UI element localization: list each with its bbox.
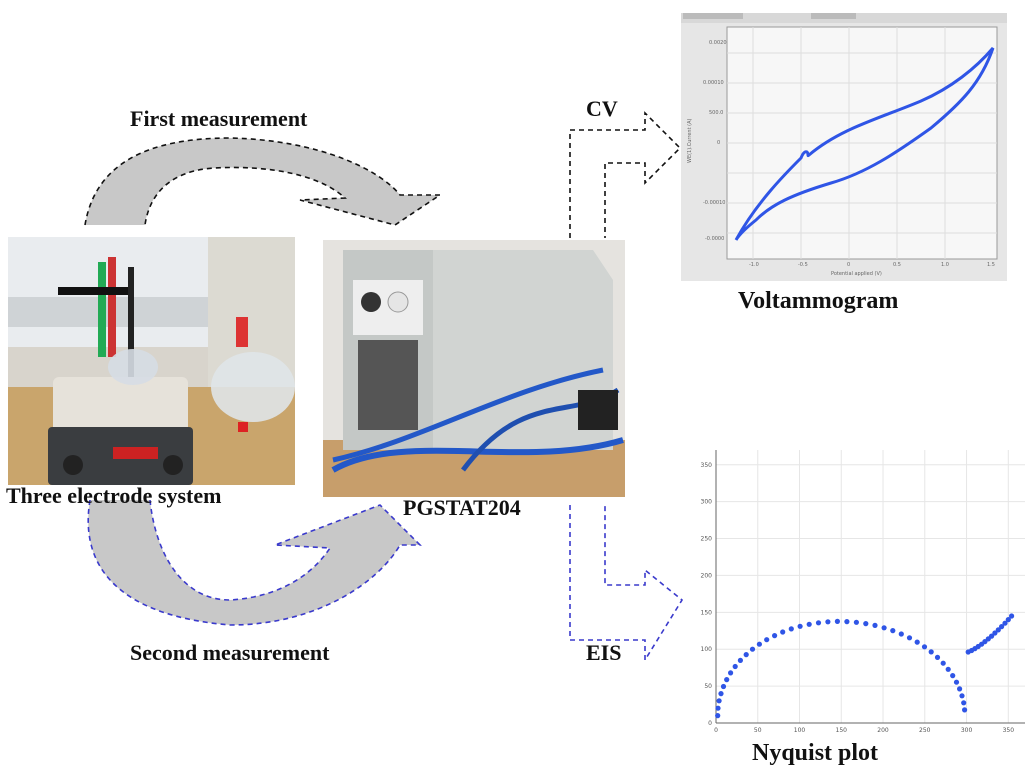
- nyquist-point: [718, 691, 724, 697]
- nyquist-point: [716, 698, 722, 704]
- nyquist-point: [853, 619, 859, 625]
- first-measurement-label: First measurement: [130, 106, 308, 131]
- nyquist-point: [743, 652, 749, 658]
- nyquist-point: [756, 641, 762, 647]
- nyquist-point: [724, 677, 730, 683]
- nyquist-point: [863, 621, 869, 627]
- nyquist-y-tick: 0: [708, 720, 712, 727]
- second-measurement-label: Second measurement: [130, 640, 330, 665]
- nyquist-point: [1005, 617, 1011, 623]
- svg-text:0.5: 0.5: [893, 262, 901, 268]
- nyquist-point: [959, 693, 965, 699]
- svg-text:0: 0: [847, 262, 850, 268]
- nyquist-y-tick: 350: [701, 462, 713, 469]
- svg-text:-1.0: -1.0: [749, 262, 759, 268]
- potentiostat-photo: [323, 240, 625, 497]
- nyquist-point: [772, 633, 778, 639]
- nyquist-point: [720, 683, 727, 690]
- nyquist-point: [992, 630, 998, 636]
- nyquist-y-tick: 50: [704, 683, 712, 690]
- nyquist-point: [1009, 613, 1015, 619]
- nyquist-point: [961, 700, 967, 706]
- nyquist-point: [815, 620, 822, 626]
- svg-text:0.00010: 0.00010: [703, 80, 724, 86]
- nyquist-point: [825, 619, 831, 625]
- three-electrode-photo: [8, 237, 295, 485]
- nyquist-point: [989, 633, 995, 639]
- voltammogram-label: Voltammogram: [738, 288, 899, 314]
- nyquist-point: [995, 627, 1001, 633]
- nyquist-point: [872, 622, 878, 628]
- nyquist-point: [881, 625, 887, 631]
- nyquist-x-tick: 250: [919, 727, 931, 733]
- nyquist-label: Nyquist plot: [752, 740, 879, 766]
- nyquist-point: [728, 670, 734, 676]
- svg-text:0: 0: [717, 140, 720, 146]
- eis-label: EIS: [586, 640, 622, 665]
- nyquist-y-tick: 300: [701, 499, 713, 506]
- svg-text:0.0020: 0.0020: [709, 40, 727, 46]
- nyquist-y-tick: 250: [701, 536, 713, 543]
- nyquist-point: [1002, 620, 1008, 626]
- nyquist-point: [764, 637, 770, 643]
- nyquist-point: [934, 654, 941, 660]
- nyquist-point: [957, 686, 963, 692]
- nyquist-x-tick: 350: [1003, 727, 1015, 733]
- nyquist-point: [950, 673, 956, 679]
- nyquist-point: [945, 666, 951, 672]
- svg-text:-0.5: -0.5: [798, 262, 808, 268]
- nyquist-point: [715, 713, 721, 719]
- nyquist-point: [715, 705, 721, 711]
- svg-text:500.0: 500.0: [709, 110, 723, 116]
- nyquist-x-tick: 0: [714, 727, 718, 733]
- voltammogram-screenshot: 0.0020 0.00010 500.0 0 -0.00010 -0.0000 -1.…: [681, 13, 1007, 281]
- nyquist-point: [953, 679, 960, 685]
- nyquist-point: [732, 663, 738, 670]
- nyquist-x-tick: 100: [794, 727, 806, 733]
- nyquist-x-tick: 50: [754, 727, 762, 733]
- svg-text:-0.00010: -0.00010: [703, 200, 725, 206]
- nyquist-x-tick: 200: [877, 727, 889, 733]
- voltammogram-ylabel: WE(1).Current (A): [687, 118, 693, 163]
- nyquist-point: [999, 624, 1005, 630]
- nyquist-point: [797, 623, 803, 629]
- pgstat-label: PGSTAT204: [403, 495, 521, 520]
- nyquist-y-tick: 150: [701, 609, 713, 616]
- nyquist-point: [834, 618, 840, 624]
- three-electrode-label: Three electrode system: [6, 483, 222, 508]
- nyquist-point: [890, 628, 896, 634]
- nyquist-point: [914, 639, 920, 645]
- nyquist-y-tick: 200: [701, 572, 713, 579]
- nyquist-point: [788, 626, 794, 632]
- nyquist-point: [921, 644, 928, 650]
- nyquist-x-tick: 300: [961, 727, 973, 733]
- voltammogram-xlabel: Potential applied (V): [831, 271, 882, 277]
- nyquist-plot: 0 50 100 150 200 250 300 350 0 50 100 150 200 250 300 3…: [680, 440, 1025, 733]
- nyquist-point: [898, 631, 904, 637]
- nyquist-point: [928, 649, 934, 655]
- nyquist-point: [749, 646, 756, 652]
- svg-text:1.0: 1.0: [941, 262, 949, 268]
- nyquist-point: [780, 629, 786, 635]
- nyquist-point: [962, 707, 968, 713]
- nyquist-point: [806, 621, 812, 627]
- nyquist-x-tick: 150: [836, 727, 848, 733]
- nyquist-point: [737, 657, 743, 663]
- nyquist-point: [940, 660, 946, 666]
- nyquist-point: [906, 635, 913, 641]
- svg-text:1.5: 1.5: [987, 262, 995, 268]
- svg-text:-0.0000: -0.0000: [705, 236, 724, 242]
- nyquist-point: [844, 619, 850, 625]
- nyquist-y-tick: 100: [701, 646, 713, 653]
- cv-label: CV: [586, 96, 618, 121]
